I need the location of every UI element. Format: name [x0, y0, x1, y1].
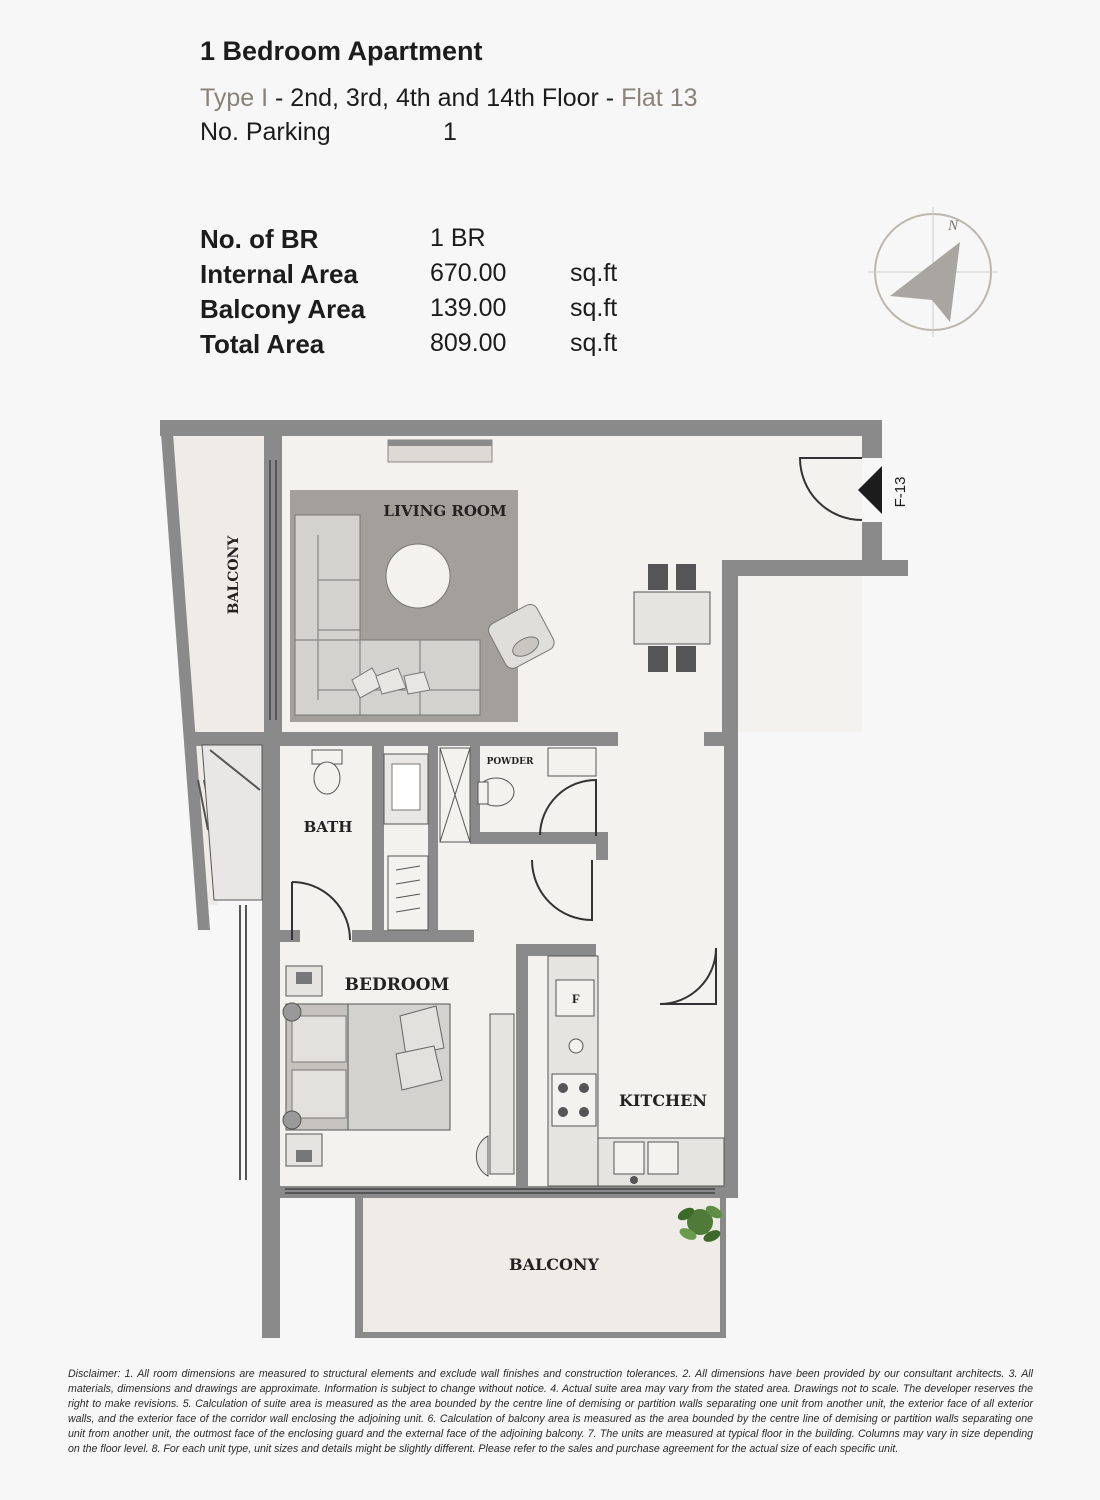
- spec-label-internal-area: Internal Area: [200, 259, 358, 289]
- spec-unit-total-area: sq.ft: [570, 329, 618, 357]
- bath-fixtures: BATH: [201, 744, 429, 901]
- fridge: [555, 979, 595, 1017]
- spec-unit-balcony-area: sq.ft: [570, 294, 618, 322]
- room-label-balcony-west: BALCONY: [226, 535, 242, 615]
- shower: [201, 744, 263, 901]
- sink-icon: [568, 1038, 584, 1054]
- bedroom-furniture: BEDROOM: [282, 965, 515, 1177]
- floor-plan-drawing: N: [160, 207, 998, 1338]
- cooktop: [551, 1073, 597, 1127]
- north-label: N: [947, 218, 959, 234]
- armchair: [488, 603, 555, 669]
- room-label-powder: POWDER: [487, 757, 534, 767]
- entrance-marker: F-13: [858, 466, 909, 514]
- door-swings: [291, 457, 863, 1005]
- flat-number: Flat 13: [621, 84, 698, 112]
- toilet: [313, 761, 341, 795]
- spec-value-balcony-area: 139.00: [430, 294, 507, 322]
- linen-closet: [439, 747, 471, 843]
- spec-value-internal-area: 670.00: [430, 259, 507, 287]
- north-arrow-icon: N: [868, 207, 998, 337]
- disclaimer-text: Disclaimer: 1. All room dimensions are m…: [68, 1368, 1033, 1455]
- living-room-furniture: LIVING ROOM: [290, 490, 555, 722]
- spec-unit-internal-area: sq.ft: [570, 259, 618, 287]
- room-label-bedroom: BEDROOM: [345, 975, 450, 995]
- spec-label-bedrooms: No. of BR: [200, 224, 319, 254]
- kitchen-sink: [613, 1141, 645, 1175]
- powder-fixtures: POWDER: [477, 747, 597, 807]
- spec-value-total-area: 809.00: [430, 329, 507, 357]
- fridge-label: F: [572, 991, 580, 1006]
- spec-label-balcony-area: Balcony Area: [200, 294, 366, 324]
- plant-icon: [677, 1205, 723, 1242]
- kitchen-fixtures: F KITCHEN: [547, 955, 725, 1187]
- unit-type-line: Type I - 2nd, 3rd, 4th and 14th Floor - …: [200, 84, 698, 113]
- room-label-balcony-south: BALCONY: [509, 1255, 599, 1274]
- spec-value-bedrooms: 1 BR: [430, 224, 486, 252]
- dining-set: [633, 564, 711, 672]
- unit-type: Type I: [200, 84, 269, 112]
- parking-label: No. Parking: [200, 118, 331, 146]
- desk: [489, 1013, 515, 1175]
- page-title: 1 Bedroom Apartment: [200, 36, 483, 66]
- wardrobe: [387, 855, 429, 931]
- spec-label-total-area: Total Area: [200, 329, 325, 359]
- room-label-kitchen: KITCHEN: [619, 1091, 707, 1110]
- parking-value: 1: [443, 118, 457, 146]
- entrance-label: F-13: [892, 477, 909, 508]
- coffee-table: [385, 543, 451, 609]
- floor-list: - 2nd, 3rd, 4th and 14th Floor -: [268, 84, 622, 112]
- room-label-bath: BATH: [304, 818, 353, 836]
- room-label-living-room: LIVING ROOM: [383, 502, 506, 520]
